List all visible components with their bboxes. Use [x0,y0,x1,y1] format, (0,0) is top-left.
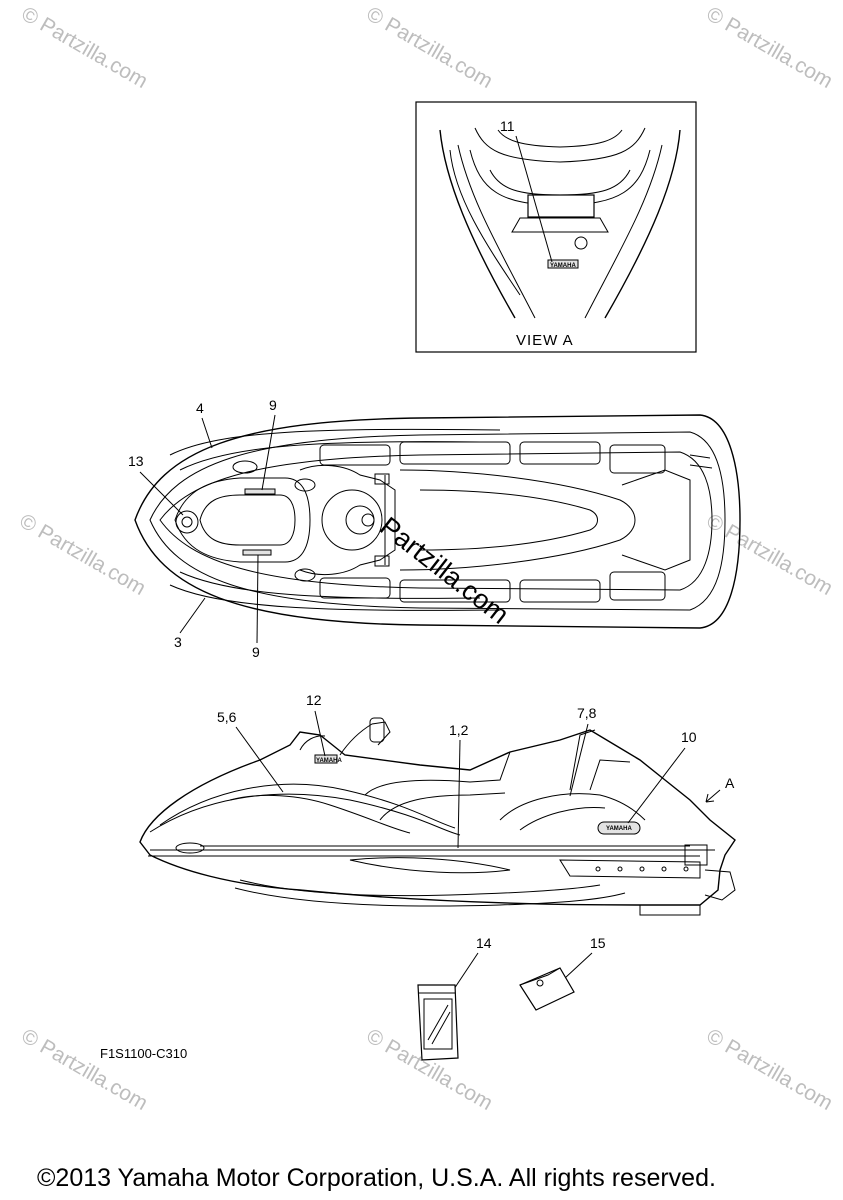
loose-parts: 14 15 [417,935,606,1061]
callout-9-lower: 9 [252,644,260,660]
leader-line [569,723,589,797]
side-badge-logo: YAMAHA [316,758,342,764]
callout-15: 15 [590,935,606,951]
watermark: © Partzilla.com [18,2,152,93]
leader-line [256,554,259,644]
top-view: Partzilla.com 4 9 13 3 9 [128,397,741,660]
watermark: © Partzilla.com [703,1024,837,1115]
side-view: YAMAHA YAMAHA 12 5,6 1,2 7,8 10 A [139,692,736,916]
leader-line [457,739,461,849]
center-watermark: Partzilla.com [374,511,514,630]
leader-line [314,710,326,757]
drawing-code: F1S1100-C310 [100,1046,187,1061]
leader-line [451,952,479,993]
tool-pouch [519,967,575,1011]
callout-1-2: 1,2 [449,722,469,738]
callout-14: 14 [476,935,492,951]
view-a-logo: YAMAHA [550,263,576,269]
callout-3: 3 [174,634,182,650]
callout-13: 13 [128,453,144,469]
callout-7-8: 7,8 [577,705,597,721]
view-a-label: VIEW A [516,332,574,349]
leader-line [564,952,593,979]
callout-12: 12 [306,692,322,708]
leader-line [627,747,686,824]
side-logo: YAMAHA [606,826,632,832]
leader-line [139,471,184,516]
leader-line [201,417,213,449]
view-arrow-icon [705,789,721,803]
callout-4: 4 [196,400,204,416]
view-a-inset: YAMAHA 11 VIEW A [415,101,697,353]
document-pouch [417,984,459,1061]
leader-line [261,414,276,491]
copyright-text: ©2013 Yamaha Motor Corporation, U.S.A. A… [37,1164,716,1192]
callout-9: 9 [269,397,277,413]
stern-outline: YAMAHA [439,127,681,319]
leader-line [235,726,284,793]
leader-line [179,597,206,634]
view-arrow-label: A [725,775,735,791]
callout-11: 11 [500,118,515,134]
leader-line [515,135,553,263]
watermark: © Partzilla.com [703,2,837,93]
callout-10: 10 [681,729,697,745]
watermark: © Partzilla.com [363,2,497,93]
watermark: © Partzilla.com [18,1024,152,1115]
view-a-frame [415,101,697,353]
watermark: © Partzilla.com [16,509,150,600]
callout-5-6: 5,6 [217,709,237,725]
